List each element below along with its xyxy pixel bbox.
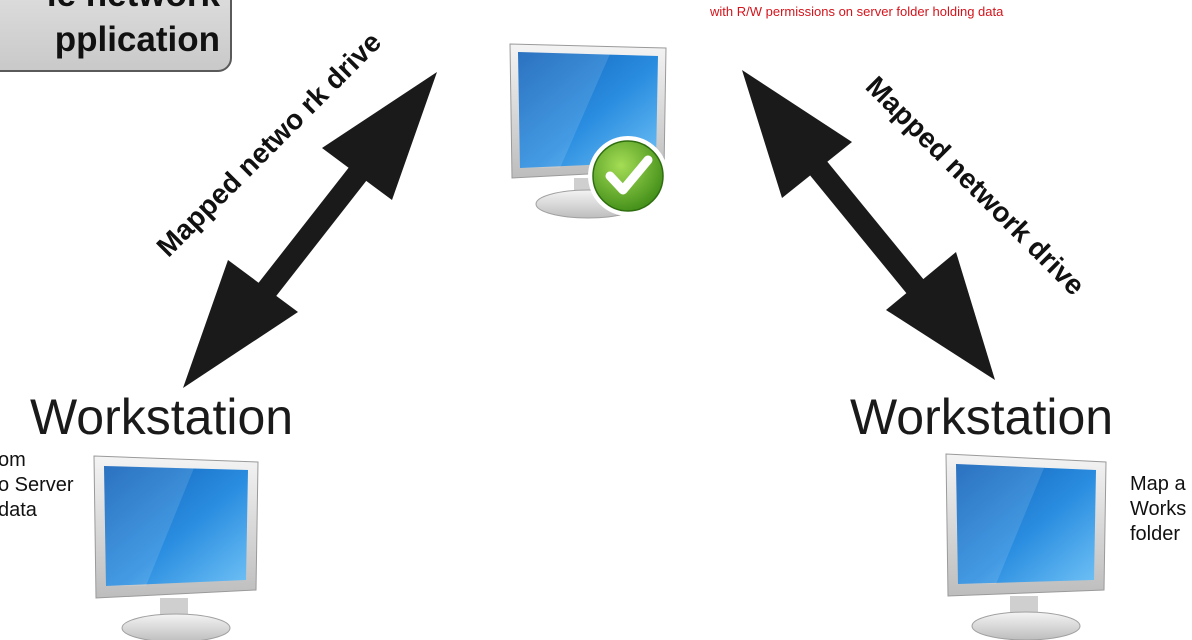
right-note-line: folder — [1130, 523, 1181, 545]
right-workstation-note: Map a Works folder — [1130, 472, 1186, 547]
left-workstation-note: om o Server data — [0, 448, 74, 523]
right-double-arrow — [742, 70, 995, 380]
right-note-line: Works — [1130, 498, 1187, 520]
left-arrowhead-top — [322, 72, 437, 200]
left-arrowhead-bottom — [183, 260, 298, 388]
server-monitor-icon — [509, 43, 668, 219]
checkmark-badge-icon — [592, 140, 664, 212]
right-workstation-label: Workstation — [850, 389, 1114, 445]
right-workstation-monitor-icon — [945, 453, 1107, 640]
title-line-2: pplication — [54, 20, 220, 59]
server-permissions-note: with R/W permissions on server folder ho… — [710, 4, 1004, 19]
left-workstation-monitor-icon — [93, 455, 259, 640]
right-arrowhead-bottom — [886, 252, 995, 380]
right-note-line: Map a — [1130, 473, 1186, 495]
left-double-arrow — [183, 72, 437, 388]
right-arrowhead-top — [742, 70, 852, 198]
left-note-line: data — [0, 499, 37, 521]
left-note-line: om — [0, 449, 26, 471]
title-box: le network pplication — [0, 0, 232, 72]
title-line-1: le network — [47, 0, 220, 15]
left-note-line: o Server — [0, 474, 74, 496]
left-workstation-label: Workstation — [30, 389, 294, 445]
